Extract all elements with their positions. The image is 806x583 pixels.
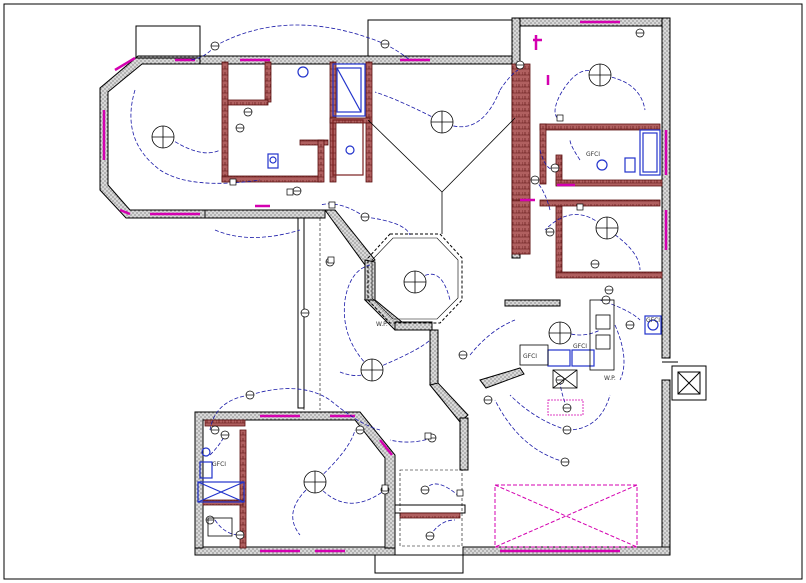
shower — [332, 119, 364, 176]
bathtub-right — [639, 129, 661, 176]
annotation-gfci-2: GFCI — [212, 461, 226, 468]
annotation-wp-1: W.P. — [604, 375, 616, 382]
outlet-symbol — [456, 489, 464, 497]
windows — [102, 20, 668, 553]
ceiling-fan-living — [430, 110, 454, 134]
meter-box — [662, 361, 707, 401]
sink-top — [345, 145, 355, 155]
ceiling-fan-family — [360, 358, 384, 382]
annotation-gfci-5: GFCI — [523, 353, 537, 360]
toilet-right — [624, 157, 636, 173]
shower-master — [197, 481, 245, 503]
appliance-kitchen-1 — [547, 349, 571, 367]
annotation-gfci-4: GFCI — [573, 343, 587, 350]
light-fixtures — [205, 28, 645, 541]
ceiling-fan-dining — [403, 270, 427, 294]
ceiling-fans — [151, 63, 619, 494]
kitchen-cabinets — [207, 299, 615, 537]
interior-walls — [202, 61, 663, 549]
outlet-symbol — [229, 178, 237, 186]
plumbing-fixtures — [197, 63, 662, 503]
ceiling-fan-bay — [151, 125, 175, 149]
outlet-symbol — [286, 188, 294, 196]
outlet-symbol — [327, 256, 335, 264]
annotation-gfci-1: GFCI — [586, 151, 600, 158]
dining-ceiling-outline — [367, 233, 463, 324]
corridor-walls — [324, 209, 561, 471]
outlet-symbol — [424, 432, 432, 440]
annotation-wp-2: W.P. — [376, 321, 388, 328]
garage-parking-outline — [494, 484, 638, 548]
top-right-notch — [367, 19, 513, 57]
ceiling-lines — [367, 117, 516, 234]
sink-master — [201, 447, 211, 457]
outlet-symbol — [576, 203, 584, 211]
outlet-symbol — [381, 484, 389, 492]
drawing-border — [3, 3, 803, 580]
annotation-gfci-3: GFCI — [646, 317, 660, 324]
bathtub-top — [332, 63, 366, 117]
sink-right — [596, 159, 608, 171]
toilet-master — [199, 461, 213, 479]
ceiling-fan-master — [303, 470, 327, 494]
toilet-bath1 — [267, 153, 279, 169]
outlet-symbol — [328, 201, 336, 209]
appliance-kitchen-2 — [571, 349, 595, 367]
ceiling-fan-bed3 — [595, 216, 619, 240]
toilet-top — [297, 66, 309, 78]
ceiling-fan-bed2 — [588, 63, 612, 87]
sink-laundry — [647, 319, 659, 331]
ceiling-fan-kitchen — [548, 321, 572, 345]
outlet-symbol — [556, 114, 564, 122]
outlets — [229, 114, 584, 497]
